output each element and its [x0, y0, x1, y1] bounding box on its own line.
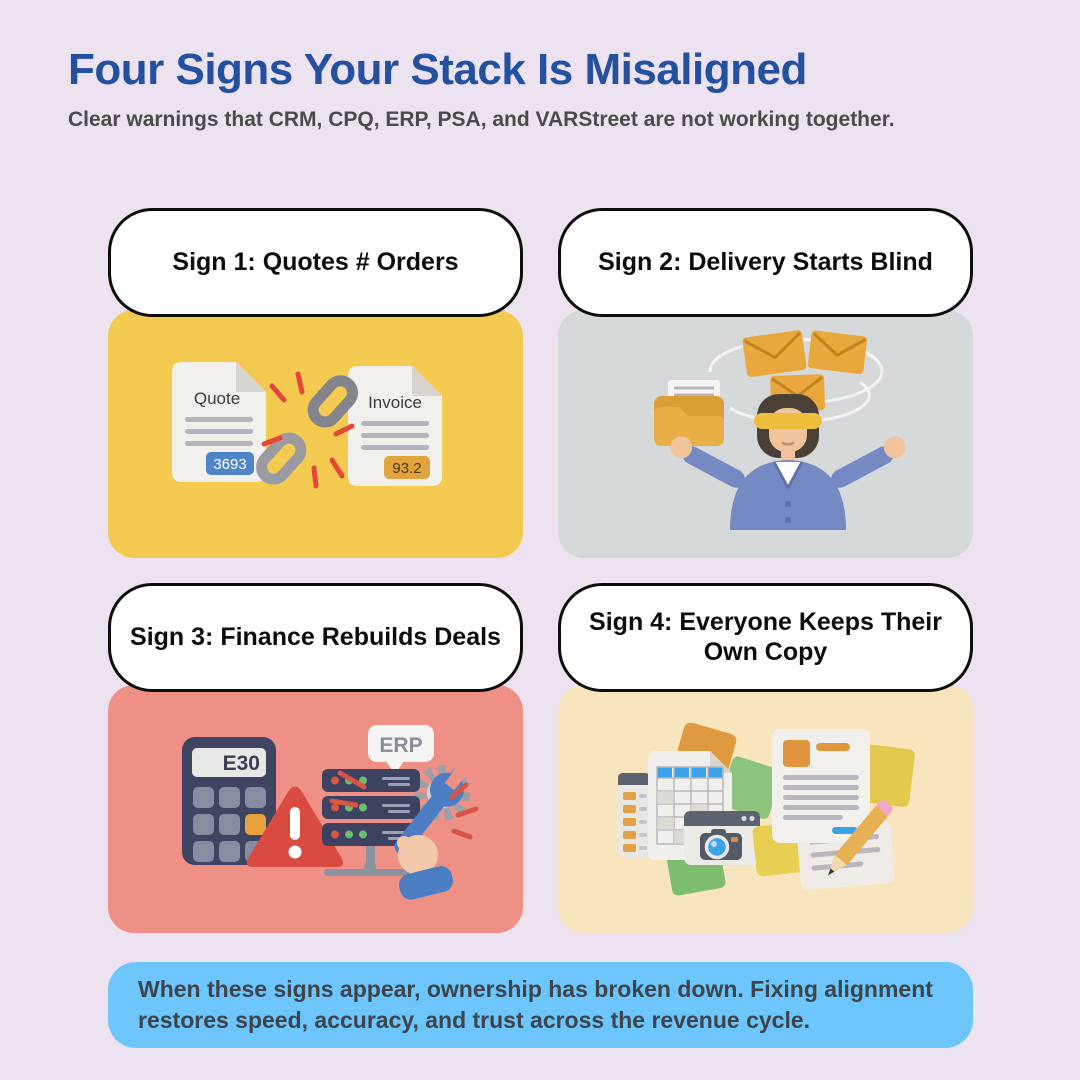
card-sign-1-label: Sign 1: Quotes # Orders [172, 247, 459, 276]
invoice-document: Invoice 93.2 [348, 366, 442, 486]
card-sign-1-body: Quote 3693 Invoice [108, 310, 523, 558]
invoice-number: 93.2 [392, 460, 421, 477]
right-arm [831, 436, 906, 488]
card-sign-1: Sign 1: Quotes # Orders Quote 3693 [108, 208, 523, 558]
conclusion-banner: When these signs appear, ownership has b… [108, 962, 973, 1048]
card-sign-2-label: Sign 2: Delivery Starts Blind [598, 247, 933, 276]
header: Four Signs Your Stack Is Misaligned Clea… [68, 45, 1028, 132]
blindfolded-person [670, 394, 906, 530]
broken-chain-icon [256, 375, 358, 485]
card-sign-4-label: Sign 4: Everyone Keeps Their Own Copy [589, 608, 942, 666]
spark-lines [449, 782, 479, 840]
card-sign-1-header: Sign 1: Quotes # Orders [108, 208, 523, 317]
card-sign-3-body: E30 [108, 685, 523, 933]
left-arm [670, 436, 745, 488]
spark-lines [261, 371, 355, 489]
card-sign-4: Sign 4: Everyone Keeps Their Own Copy [558, 583, 973, 933]
page-title: Four Signs Your Stack Is Misaligned [68, 45, 807, 94]
pencil-icon [828, 800, 893, 876]
page-subtitle: Clear warnings that CRM, CPQ, ERP, PSA, … [68, 108, 895, 131]
scattered-documents-illustration [618, 722, 915, 896]
quote-number-badge [206, 452, 254, 475]
quote-number: 3693 [213, 456, 246, 473]
card-sign-2-header: Sign 2: Delivery Starts Blind [558, 208, 973, 317]
warning-triangle-icon [246, 786, 344, 867]
report-document [772, 729, 870, 843]
calculator-display: E30 [223, 752, 260, 775]
list-panel [618, 773, 650, 857]
invoice-number-badge [384, 456, 430, 479]
broken-chain-quote-invoice-illustration: Quote 3693 Invoice [172, 362, 442, 489]
camera-window [684, 811, 760, 865]
quote-document: Quote 3693 [172, 362, 266, 482]
sticky-note-green [719, 756, 782, 819]
card-sign-2-body [558, 310, 973, 558]
card-sign-3-label: Sign 3: Finance Rebuilds Deals [130, 622, 501, 651]
card-sign-2: Sign 2: Delivery Starts Blind [558, 208, 973, 558]
card-sign-3-header: Sign 3: Finance Rebuilds Deals [108, 583, 523, 692]
envelope-icon [807, 330, 868, 375]
card-sign-4-body [558, 685, 973, 933]
erp-label: ERP [379, 734, 422, 757]
blindfold [754, 413, 822, 429]
envelope-icon [742, 330, 807, 378]
suit-jacket [730, 460, 846, 530]
crack-lines [329, 770, 367, 808]
card-sign-3: Sign 3: Finance Rebuilds Deals E30 [108, 583, 523, 933]
banner-text-line-1: When these signs appear, ownership has b… [138, 976, 933, 1002]
invoice-doc-label: Invoice [368, 393, 422, 412]
folder-icon [654, 380, 724, 446]
blindfolded-person-illustration [654, 330, 906, 530]
camera-icon [700, 829, 742, 860]
card-sign-4-header: Sign 4: Everyone Keeps Their Own Copy [558, 583, 973, 692]
hand-icon [397, 835, 453, 900]
banner-text-line-2: restores speed, accuracy, and trust acro… [138, 1007, 811, 1033]
cards-grid: Sign 1: Quotes # Orders Quote 3693 [108, 208, 973, 933]
calculator-warning-erp-illustration: E30 [182, 725, 479, 900]
quote-doc-label: Quote [194, 389, 240, 408]
